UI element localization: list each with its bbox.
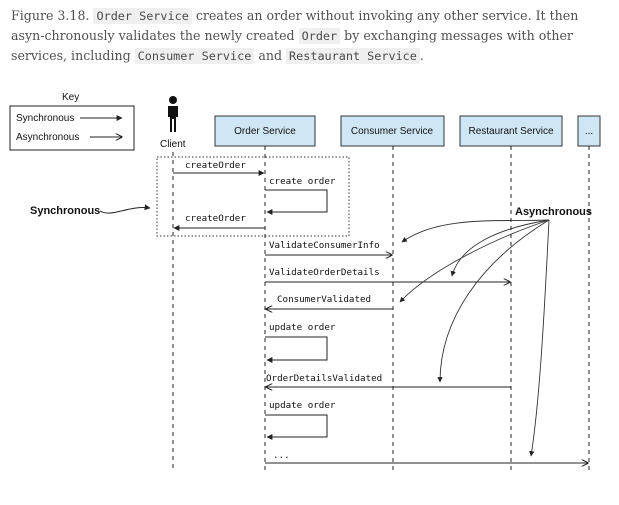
restaurant-service-box — [459, 115, 563, 147]
validate-order-details-label: ValidateOrderDetails — [269, 267, 380, 278]
key-asynchronous-label: Asynchronous — [16, 132, 79, 143]
order-service-label: Order Service — [234, 126, 296, 137]
update-order-2-arrow — [265, 414, 328, 440]
asynchronous-pointers — [399, 219, 550, 457]
key-box — [9, 105, 135, 151]
caption-text-2: by exchanging messages with other servic… — [11, 28, 573, 63]
create-order-response-label: createOrder — [185, 213, 246, 224]
client-person-icon — [168, 96, 178, 132]
key-synchronous-label: Synchronous — [16, 113, 74, 124]
caption-code-order: Order — [298, 28, 341, 44]
caption-code-order-service: Order Service — [93, 8, 192, 24]
caption-code-consumer-service: Consumer Service — [134, 48, 255, 64]
synchronous-side-label: Synchronous — [30, 205, 100, 217]
order-service-box — [214, 115, 316, 147]
consumer-validated-label: ConsumerValidated — [277, 294, 371, 305]
ellipsis-label: ... — [273, 450, 290, 461]
update-order-1-label: update order — [269, 322, 336, 333]
key-title: Key — [62, 92, 79, 103]
order-details-validated-label: OrderDetailsValidated — [266, 373, 382, 384]
asynchronous-side-label: Asynchronous — [515, 206, 592, 218]
update-order-2-label: update order — [269, 400, 336, 411]
validate-consumer-info-label: ValidateConsumerInfo — [269, 240, 380, 251]
caption-code-restaurant-service: Restaurant Service — [286, 48, 420, 64]
client-label: Client — [160, 139, 186, 150]
consumer-service-box — [340, 115, 445, 147]
create-order-self-arrow — [265, 189, 328, 215]
caption-text-1: creates an order without invoking any ot… — [11, 8, 579, 43]
synchronous-pointer — [99, 204, 151, 214]
synchronous-region — [156, 156, 350, 237]
key-legend: Key Synchronous Asynchronous — [9, 92, 135, 151]
caption-text-4: . — [419, 48, 424, 63]
create-order-request-label: createOrder — [185, 160, 246, 171]
more-services-label: ... — [585, 126, 593, 137]
create-order-self-label: create order — [269, 176, 336, 187]
restaurant-service-label: Restaurant Service — [468, 126, 553, 137]
consumer-service-label: Consumer Service — [351, 126, 434, 137]
caption-prefix: Figure 3.18. — [11, 8, 90, 23]
caption-text-3: and — [258, 48, 283, 63]
update-order-1-arrow — [265, 336, 328, 363]
figure-caption: Figure 3.18. Order Service creates an or… — [11, 6, 611, 66]
lifelines — [172, 146, 590, 470]
